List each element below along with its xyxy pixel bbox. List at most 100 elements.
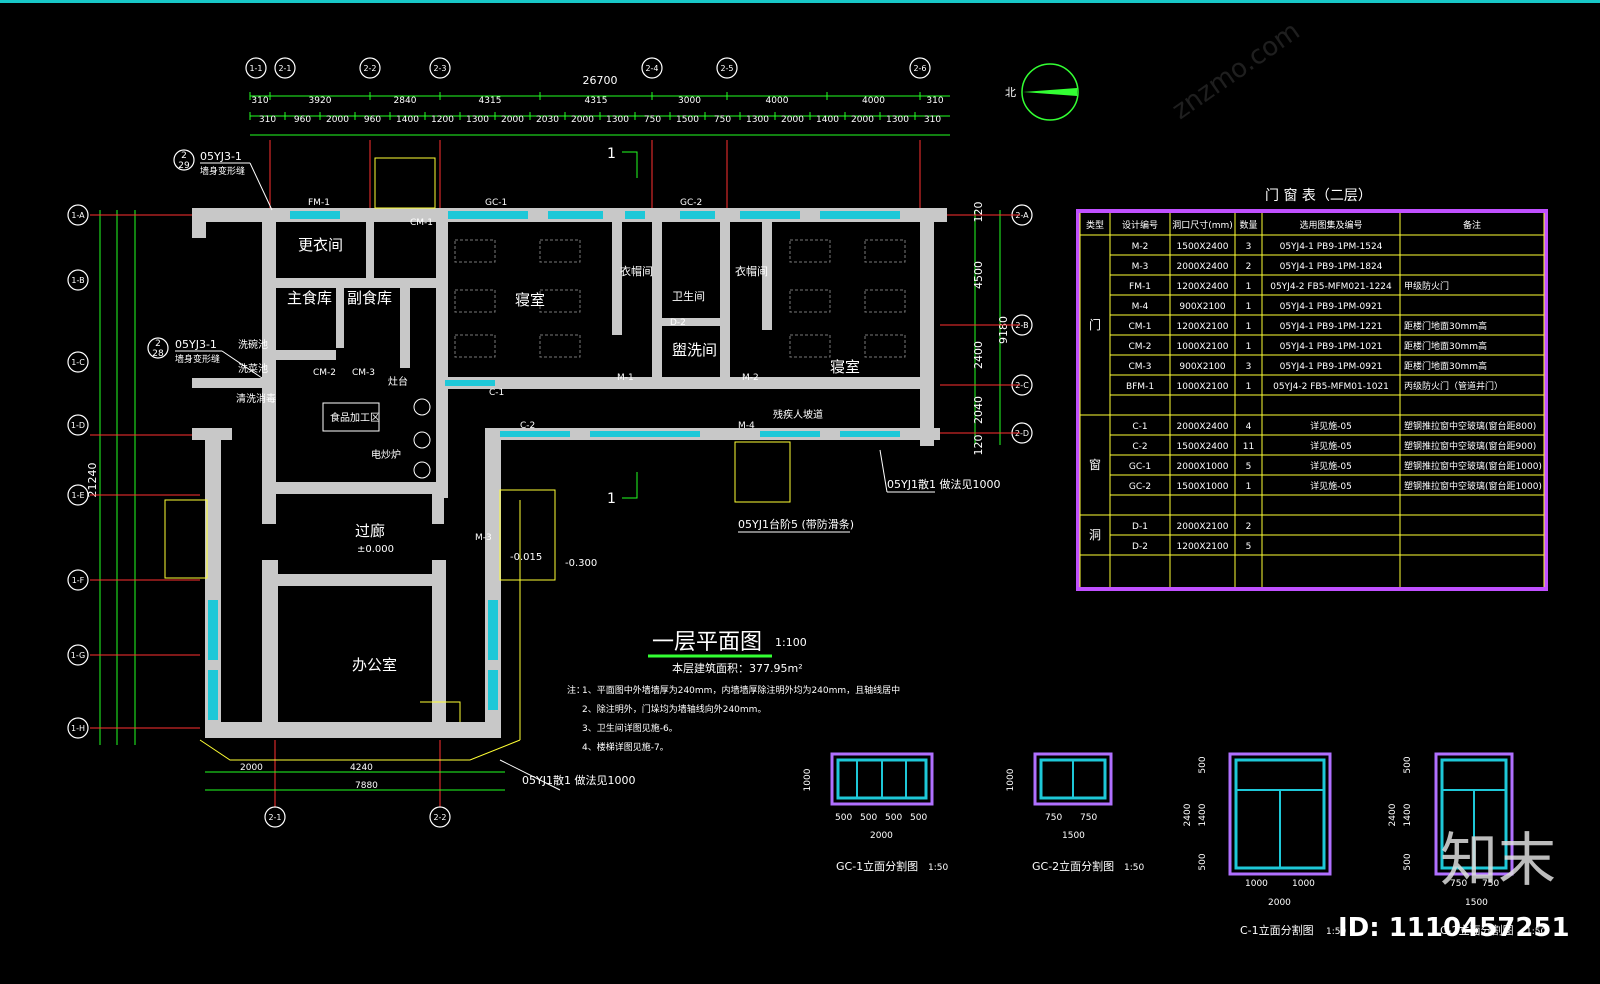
windows [208,211,900,720]
right-axis-2: 2-C [1015,381,1029,390]
room-dorm-right: 寝室 [830,358,860,376]
tag-3: CM-3 [352,368,375,378]
bottom-dim-1: 4240 [350,763,373,773]
left-axis-4: 1-E [71,491,84,500]
gc2-title: GC-2立面分割图 [1032,859,1114,873]
bottom-dim-2: 7880 [355,781,378,791]
gc2-frame [1033,752,1113,806]
gc1-d0: 500 [835,813,852,823]
tbl-cell: 1 [1246,342,1252,352]
callout-2-sub: 墙身变形缝 [175,353,220,365]
top-dim-r2-8: 2030 [536,115,559,125]
top-axis-2: 2-2 [363,64,376,73]
top-dim-r2-17: 2000 [851,115,874,125]
top-dim-r1-7: 4000 [862,96,885,106]
left-dimensions: 21240 [86,210,136,745]
furniture [454,239,906,358]
tbl-cell: 丙级防火门（管道井门） [1404,380,1503,392]
c2-height: 2400 [1388,803,1398,826]
right-total-dim: 9180 [997,316,1010,344]
north-arrow: 北 [1005,63,1079,121]
c1-h1: 1400 [1198,803,1208,826]
top-dim-r2-4: 1400 [396,115,419,125]
tag-2: CM-2 [313,368,336,378]
tbl-cell: 3 [1246,362,1252,372]
clean-label: 清洗消毒 [236,392,276,405]
top-dim-r2-0: 310 [259,115,276,125]
tbl-cell: BFM-1 [1126,382,1154,392]
tbl-cell: 1 [1246,282,1252,292]
note-4: 4、楼梯详图见施-7。 [582,741,669,753]
tbl-cell: M-4 [1132,302,1149,312]
tbl-cell: 05YJ4-1 PB9-1PM-0921 [1280,302,1383,312]
tbl-group-type: 洞 [1089,528,1101,542]
top-dim-r2-1: 960 [294,115,311,125]
top-dim-r1-1: 3920 [309,96,332,106]
callout-2-num: 2 [155,339,161,349]
left-axis-6: 1-G [71,651,85,660]
tbl-cell: 2000X1000 [1177,462,1229,472]
sink-label: 洗碗池 [238,338,268,351]
tbl-cell: GC-1 [1129,462,1151,472]
right-dim-0: 120 [972,202,985,223]
ramp-label: 残疾人坡道 [773,408,823,421]
tbl-cell: 2 [1246,262,1252,272]
top-border [0,0,1600,3]
watermark-site: znzmo.com [1167,16,1306,126]
axis-grid [90,140,1020,815]
top-dim-r2-13: 750 [714,115,731,125]
c1-h0: 500 [1198,756,1208,773]
left-axis-3: 1-D [71,421,85,430]
tbl-cell: 5 [1246,462,1252,472]
room-clothes2: 衣帽间 [735,264,768,278]
tbl-cell: 1500X2400 [1177,442,1229,452]
c2-h1: 1400 [1403,803,1413,826]
c1-d0: 1000 [1245,879,1268,889]
notes-title: 注： [567,684,585,696]
tag-9: C-1 [489,388,504,398]
top-dim-r2-15: 2000 [781,115,804,125]
tbl-cell: 1 [1246,382,1252,392]
room-corridor: 过廊 [355,522,385,540]
top-dim-r2-10: 1300 [606,115,629,125]
tbl-cell: 1200X2100 [1177,542,1229,552]
gc1-d2: 500 [885,813,902,823]
top-dim-r2-16: 1400 [816,115,839,125]
tbl-cell: 详见施-05 [1310,440,1352,452]
tbl-cell: 2000X2400 [1177,262,1229,272]
c2-title: C-2立面分割图 [1440,923,1514,937]
c1-frame [1228,752,1332,876]
top-axis-6: 2-6 [913,64,926,73]
tag-6: M-3 [475,533,492,543]
gc1-d3: 500 [910,813,927,823]
right-dim-3: 2040 [972,396,985,424]
right-axis-3: 2-D [1015,429,1029,438]
stove-label: 电炒炉 [371,448,401,461]
gc1-title: GC-1立面分割图 [836,859,918,873]
counter-label: 灶台 [388,375,408,388]
tbl-cell: 05YJ4-1 PB9-1PM-1824 [1280,262,1383,272]
tbl-cell: 塑钢推拉窗中空玻璃(窗台距800) [1404,420,1536,432]
tbl-cell: 1 [1246,322,1252,332]
tbl-cell: D-1 [1132,522,1148,532]
tbl-cell: 1200X2400 [1177,282,1229,292]
c2-frame [1434,752,1514,876]
c2-h2: 500 [1403,853,1413,870]
top-dim-r1-8: 310 [926,96,943,106]
plan-title-block: 一层平面图 1:100 本层建筑面积：377.95m² 注： 1、平面图中外墙墙… [567,630,900,753]
tbl-cell: 05YJ4-1 PB9-1PM-1221 [1280,322,1383,332]
tag-5: M-2 [742,373,759,383]
tbl-header-4: 选用图集及编号 [1299,219,1362,231]
tag-8: D-2 [670,318,686,328]
elev-b: -0.300 [565,558,597,569]
top-dim-r2-19: 310 [924,115,941,125]
gc2-height: 1000 [1006,768,1016,791]
c1-height: 2400 [1183,803,1193,826]
gc1-scale: 1:50 [928,863,948,873]
north-label: 北 [1005,86,1016,99]
c2-total: 1500 [1465,898,1488,908]
tag-12: GC-2 [680,198,702,208]
